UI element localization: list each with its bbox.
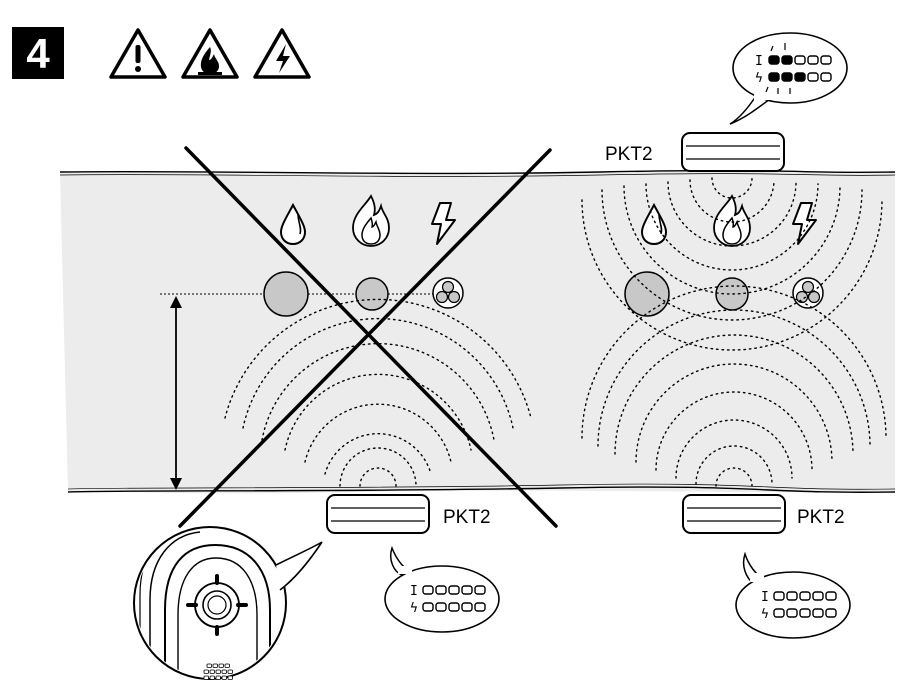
device-led — [206, 663, 212, 668]
device-pkt2-left — [326, 494, 430, 534]
lightning-icon — [431, 202, 456, 245]
flame-icon — [713, 194, 751, 247]
device-led — [215, 669, 221, 674]
device-led-grid — [203, 663, 233, 680]
device-label: PKT2 — [443, 507, 491, 528]
wall-section — [59, 169, 896, 494]
lightning-icon — [792, 202, 817, 245]
warning-icon — [109, 28, 167, 79]
voltage-symbol: ϟ — [761, 607, 769, 622]
led-off-row1 — [825, 591, 837, 601]
step-number: 4 — [26, 30, 50, 77]
device-led — [203, 669, 209, 674]
led-indicators — [422, 585, 486, 612]
led-off-row1 — [474, 585, 486, 595]
current-symbol: I — [755, 54, 763, 69]
led-off-row2 — [825, 608, 837, 618]
water-pipe — [624, 271, 670, 317]
voltage-symbol: ϟ — [755, 71, 763, 86]
indicator-bubble-bottom: I ϟ — [735, 551, 851, 639]
wrong-method-panel: PKT2 I ϟ — [133, 146, 558, 680]
led-off-row2 — [807, 72, 819, 82]
step-badge: 4 — [12, 27, 64, 79]
led-lit-row1 — [781, 55, 793, 65]
electric-hazard-icon — [253, 28, 311, 79]
led-off-row1 — [435, 585, 447, 595]
indicator-bubble-top: I ϟ — [729, 32, 848, 125]
current-symbol: I — [761, 590, 769, 605]
led-off-row1 — [461, 585, 473, 595]
device-led — [209, 669, 215, 674]
led-lit-row2 — [781, 72, 793, 82]
voltage-symbol: ϟ — [410, 601, 418, 616]
led-off-row1 — [448, 585, 460, 595]
indicator-bubble-left: I ϟ — [384, 545, 500, 633]
depth-arrow — [170, 296, 182, 490]
led-off-row2 — [820, 72, 832, 82]
gas-pipe — [355, 277, 389, 311]
detection-waves-top — [581, 177, 883, 351]
active-signal-ticks — [765, 43, 791, 94]
led-off-row2 — [773, 608, 785, 618]
led-off-row2 — [435, 602, 447, 612]
led-off-row2 — [812, 608, 824, 618]
device-led — [203, 675, 209, 680]
device-led — [209, 675, 215, 680]
device-label-bottom: PKT2 — [797, 507, 845, 528]
led-off-row2 — [448, 602, 460, 612]
device-pkt2-top — [681, 132, 785, 172]
led-off-row1 — [786, 591, 798, 601]
device-led — [212, 663, 218, 668]
device-zoom-illustration — [133, 526, 323, 680]
device-label-top: PKT2 — [605, 144, 653, 165]
led-off-row1 — [807, 55, 819, 65]
led-indicators — [768, 55, 832, 82]
led-off-row1 — [820, 55, 832, 65]
water-pipe — [263, 271, 309, 317]
led-indicators — [773, 591, 837, 618]
led-off-row1 — [799, 591, 811, 601]
led-off-row1 — [812, 591, 824, 601]
led-lit-row2 — [794, 72, 806, 82]
device-led — [224, 663, 230, 668]
device-pkt2-bottom — [682, 494, 786, 534]
fire-hazard-icon — [181, 28, 239, 79]
detection-waves — [224, 298, 532, 487]
water-drop-icon — [640, 202, 668, 246]
led-off-row1 — [794, 55, 806, 65]
gas-pipe — [715, 277, 749, 311]
device-led — [227, 669, 233, 674]
led-off-row2 — [786, 608, 798, 618]
led-lit-row1 — [768, 55, 780, 65]
electric-cable — [792, 277, 824, 309]
current-symbol: I — [410, 584, 418, 599]
led-lit-row2 — [768, 72, 780, 82]
wall-bottom-edge — [67, 486, 896, 493]
detection-waves-bottom — [581, 285, 887, 487]
led-off-row2 — [799, 608, 811, 618]
incorrect-cross-mark — [178, 146, 558, 528]
electric-cable — [432, 277, 464, 309]
flame-icon — [352, 194, 390, 247]
device-led — [221, 675, 227, 680]
water-drop-icon — [279, 202, 307, 246]
led-off-row1 — [422, 585, 434, 595]
device-led — [227, 675, 233, 680]
correct-method-panel: PKT2 PKT2 I ϟ — [581, 32, 887, 639]
led-off-row2 — [461, 602, 473, 612]
led-off-row1 — [773, 591, 785, 601]
device-led — [218, 663, 224, 668]
device-led — [215, 675, 221, 680]
led-off-row2 — [422, 602, 434, 612]
wall-top-edge — [59, 169, 896, 175]
led-off-row2 — [474, 602, 486, 612]
device-led — [221, 669, 227, 674]
